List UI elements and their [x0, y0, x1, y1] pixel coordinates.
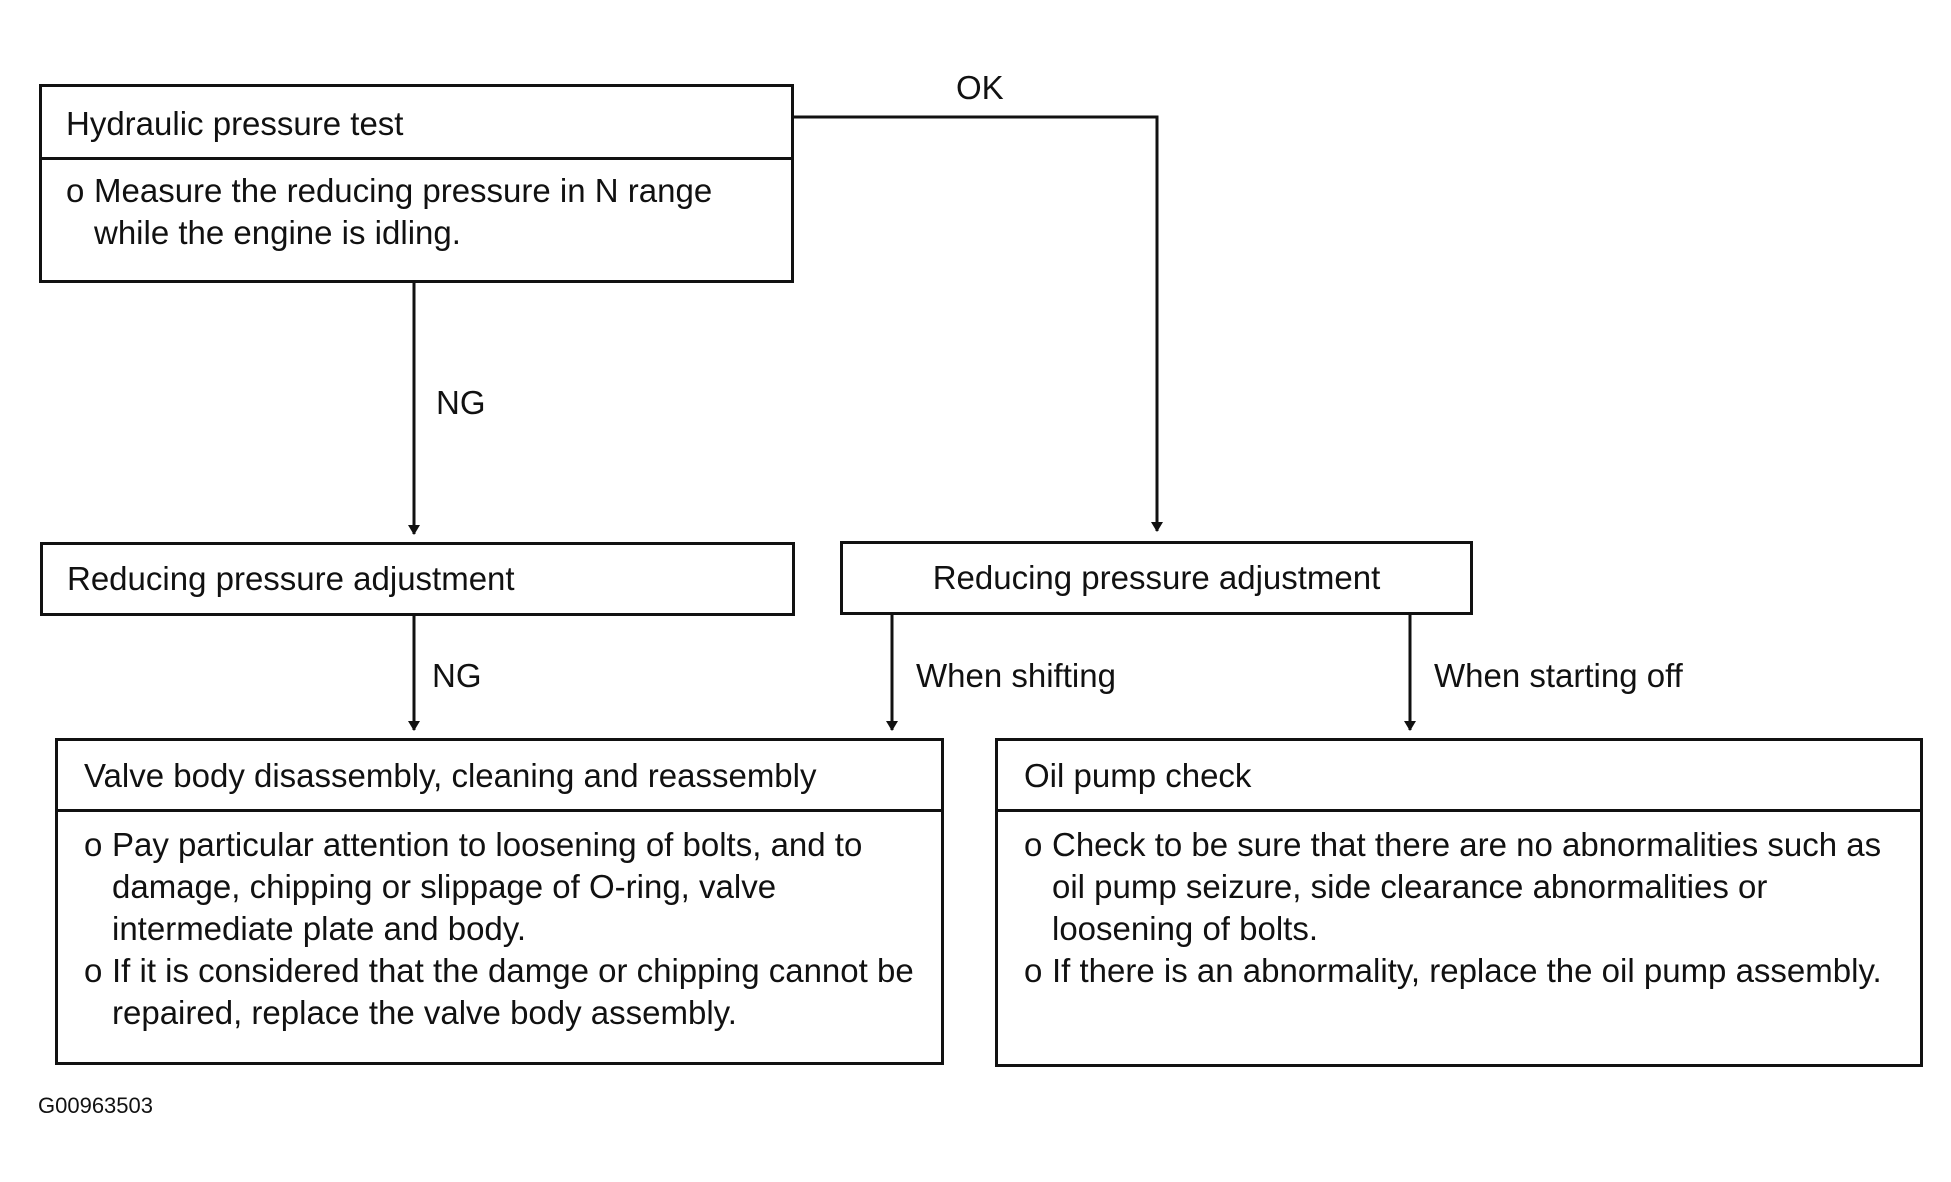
bullet-text: Pay particular attention to loosening of…: [112, 826, 863, 947]
valve-body-title: Valve body disassembly, cleaning and rea…: [84, 757, 817, 794]
ok-arrow: [792, 115, 1163, 532]
bullet-text: If it is considered that the damge or ch…: [112, 952, 914, 1031]
bullet-item: o If it is considered that the damge or …: [84, 950, 927, 1034]
bullet-text: Measure the reducing pressure in N range…: [94, 172, 713, 251]
figure-id: G00963503: [38, 1093, 153, 1118]
bullet-item: o If there is an abnormality, replace th…: [1024, 950, 1906, 992]
valve-body-box: Valve body disassembly, cleaning and rea…: [55, 738, 944, 1065]
valve-body-notes: o Pay particular attention to loosening …: [58, 809, 941, 1034]
bullet-marker: o: [66, 172, 85, 209]
reducing-pressure-adjustment-left-box: Reducing pressure adjustment: [40, 542, 795, 616]
bullet-text: Check to be sure that there are no abnor…: [1052, 826, 1882, 947]
ng-label-second: NG: [432, 657, 482, 694]
bullet-item: o Measure the reducing pressure in N ran…: [66, 170, 777, 254]
bullet-marker: o: [1024, 952, 1043, 989]
bullet-marker: o: [84, 952, 103, 989]
ng-label-first: NG: [436, 384, 486, 421]
oil-pump-check-notes: o Check to be sure that there are no abn…: [998, 809, 1920, 992]
hydraulic-pressure-test-title: Hydraulic pressure test: [66, 105, 404, 142]
reducing-pressure-adjustment-left-title: Reducing pressure adjustment: [67, 560, 515, 597]
reducing-pressure-adjustment-right-box: Reducing pressure adjustment: [840, 541, 1473, 615]
hydraulic-pressure-test-notes: o Measure the reducing pressure in N ran…: [42, 157, 791, 254]
oil-pump-check-title: Oil pump check: [1024, 757, 1252, 794]
bullet-text: If there is an abnormality, replace the …: [1052, 952, 1882, 989]
bullet-marker: o: [1024, 826, 1043, 863]
bullet-item: o Check to be sure that there are no abn…: [1024, 824, 1906, 950]
when-starting-off-label: When starting off: [1434, 657, 1683, 694]
oil-pump-check-box: Oil pump check o Check to be sure that t…: [995, 738, 1923, 1067]
reducing-pressure-adjustment-right-title: Reducing pressure adjustment: [932, 559, 1381, 596]
when-shifting-label: When shifting: [916, 657, 1116, 694]
hydraulic-pressure-test-box: Hydraulic pressure test o Measure the re…: [39, 84, 794, 283]
bullet-marker: o: [84, 826, 103, 863]
ok-label: OK: [956, 69, 1004, 106]
bullet-item: o Pay particular attention to loosening …: [84, 824, 927, 950]
